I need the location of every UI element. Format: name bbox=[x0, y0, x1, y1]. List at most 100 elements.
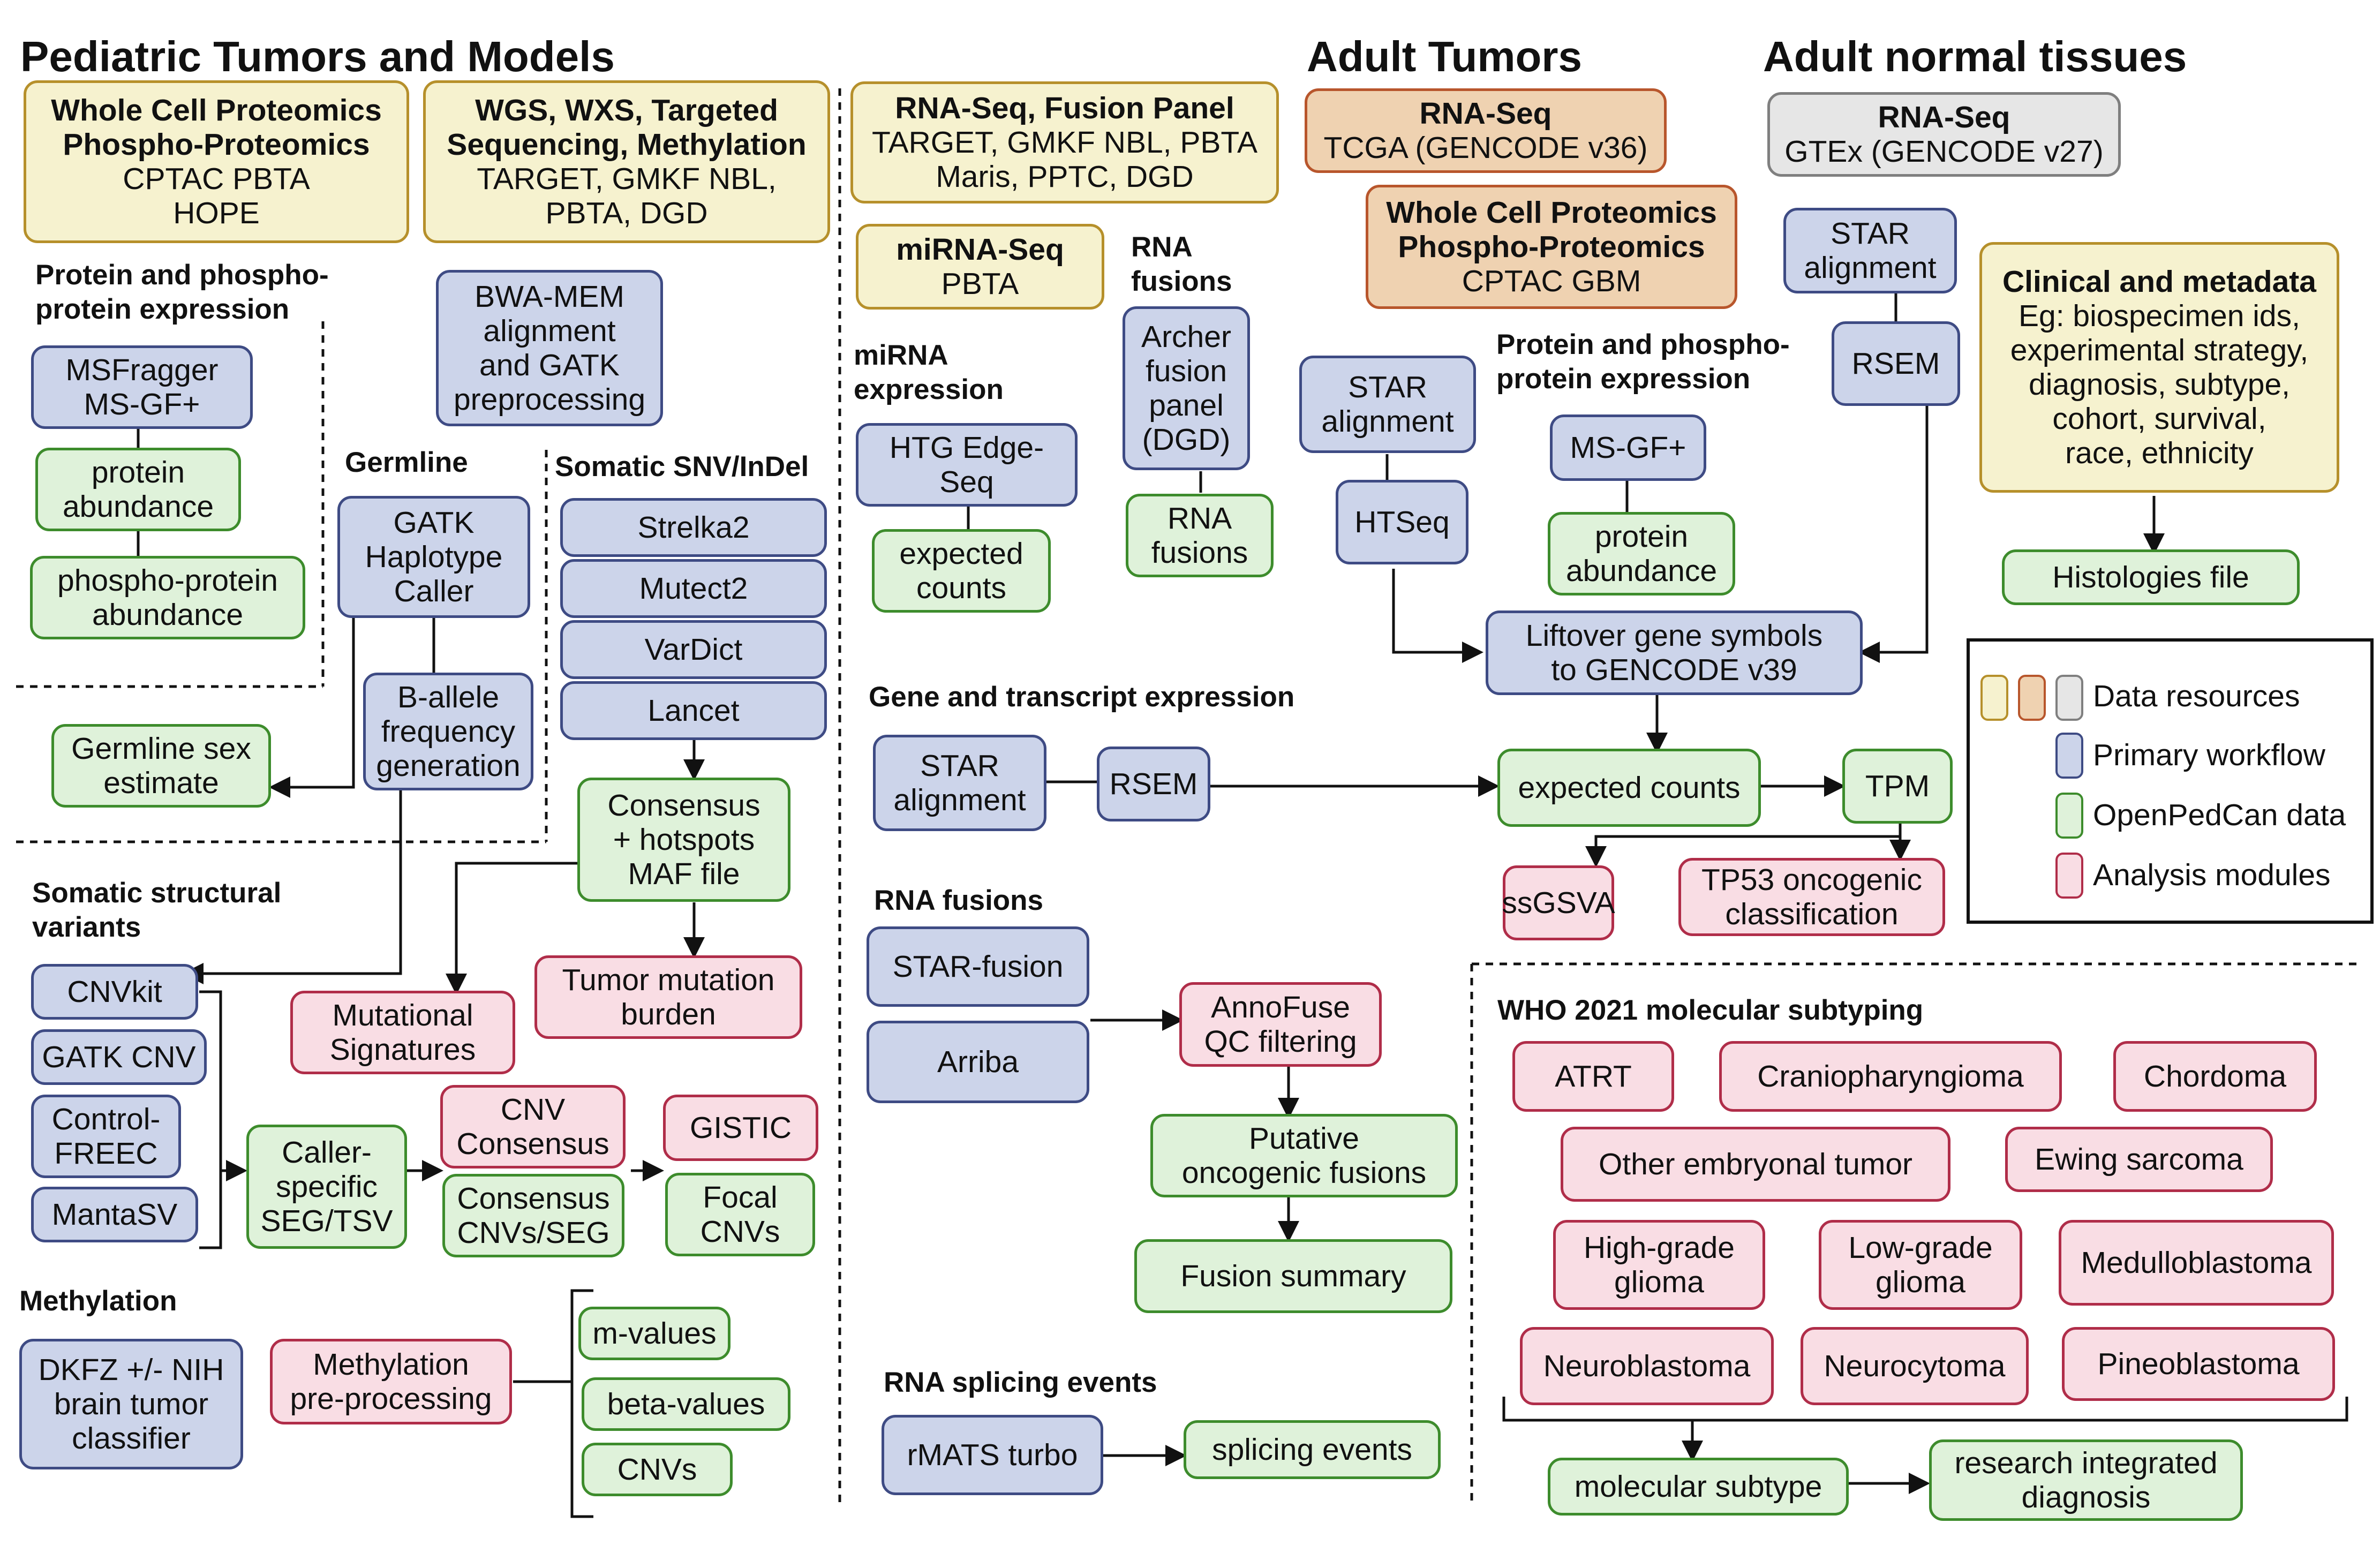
section-somatic-snv: Somatic SNV/InDel bbox=[555, 451, 809, 483]
legend-swatch-resource-orange bbox=[2018, 675, 2046, 721]
node-gistic: GISTIC bbox=[663, 1095, 818, 1161]
node-tpm: TPM bbox=[1842, 749, 1953, 824]
who-module-neurocytoma: Neurocytoma bbox=[1801, 1327, 2029, 1405]
who-module-chordoma: Chordoma bbox=[2113, 1041, 2317, 1112]
legend-label-analysis-modules: Analysis modules bbox=[2093, 858, 2331, 892]
legend-swatch-analysis-modules bbox=[2055, 853, 2083, 899]
node-htseq: HTSeq bbox=[1336, 480, 1468, 564]
who-module-medulloblastoma: Medulloblastoma bbox=[2059, 1220, 2334, 1306]
who-module-neuroblastoma: Neuroblastoma bbox=[1520, 1327, 1774, 1405]
node-m-values: m-values bbox=[578, 1307, 730, 1360]
section-protein-phospho-left: Protein and phospho-protein expression bbox=[35, 259, 329, 325]
node-fusion-summary: Fusion summary bbox=[1134, 1239, 1452, 1313]
legend-swatch-openpedcan-data bbox=[2055, 793, 2083, 839]
node-mutect2: Mutect2 bbox=[560, 559, 827, 618]
legend-swatch-resource-gray bbox=[2055, 675, 2083, 721]
who-module-pineoblastoma: Pineoblastoma bbox=[2062, 1327, 2335, 1401]
who-module-craniopharyngioma: Craniopharyngioma bbox=[1719, 1041, 2062, 1112]
legend-label-primary-workflow: Primary workflow bbox=[2093, 738, 2325, 772]
node-arriba: Arriba bbox=[867, 1021, 1089, 1103]
section-who-subtyping: WHO 2021 molecular subtyping bbox=[1497, 994, 1924, 1026]
node-beta-values: beta-values bbox=[582, 1377, 790, 1431]
node-control-freec: Control-FREEC bbox=[31, 1095, 181, 1178]
title-adult-tumors: Adult Tumors bbox=[1307, 33, 1583, 80]
legend-swatch-primary-workflow bbox=[2055, 733, 2083, 779]
node-mantasv: MantaSV bbox=[31, 1187, 198, 1242]
section-rna-splicing: RNA splicing events bbox=[884, 1367, 1157, 1398]
node-star-fusion: STAR-fusion bbox=[867, 926, 1089, 1007]
node-expected-counts: expected counts bbox=[1497, 749, 1761, 827]
legend-label-openpedcan-data: OpenPedCan data bbox=[2093, 798, 2346, 832]
section-rna-fusions: RNA fusions bbox=[874, 885, 1044, 916]
legend-label-data-resources: Data resources bbox=[2093, 679, 2300, 713]
node-gatk-cnv: GATK CNV bbox=[31, 1029, 207, 1085]
node-cnvs-methylation: CNVs bbox=[582, 1443, 733, 1496]
who-module-other-embryonal: Other embryonal tumor bbox=[1561, 1127, 1950, 1202]
title-adult-normal: Adult normal tissues bbox=[1763, 33, 2187, 80]
title-pediatric: Pediatric Tumors and Models bbox=[20, 33, 615, 80]
section-gene-transcript: Gene and transcript expression bbox=[869, 681, 1295, 713]
node-vardict: VarDict bbox=[560, 620, 827, 679]
legend: Data resources Primary workflow OpenPedC… bbox=[1967, 638, 2374, 924]
node-rsem-gene: RSEM bbox=[1097, 747, 1210, 821]
node-lancet: Lancet bbox=[560, 681, 827, 740]
section-germline: Germline bbox=[345, 447, 468, 478]
node-molecular-subtype: molecular subtype bbox=[1548, 1458, 1849, 1516]
node-histologies-file: Histologies file bbox=[2002, 549, 2300, 605]
who-module-atrt: ATRT bbox=[1512, 1041, 1674, 1112]
node-cnvkit: CNVkit bbox=[31, 964, 198, 1020]
node-rmats-turbo: rMATS turbo bbox=[882, 1415, 1103, 1495]
node-strelka2: Strelka2 bbox=[560, 498, 827, 557]
node-htg-edgeseq: HTG Edge-Seq bbox=[856, 423, 1078, 507]
node-splicing-events: splicing events bbox=[1184, 1420, 1441, 1479]
node-ssgsva: ssGSVA bbox=[1502, 865, 1615, 940]
node-rsem-gtex: RSEM bbox=[1832, 321, 1960, 406]
node-msgf-right: MS-GF+ bbox=[1550, 414, 1706, 481]
legend-swatch-resource-yellow bbox=[1980, 675, 2008, 721]
section-protein-phospho-right: Protein and phospho-protein expression bbox=[1496, 329, 1790, 395]
section-methylation: Methylation bbox=[19, 1285, 177, 1317]
who-module-ewing-sarcoma: Ewing sarcoma bbox=[2005, 1127, 2273, 1192]
